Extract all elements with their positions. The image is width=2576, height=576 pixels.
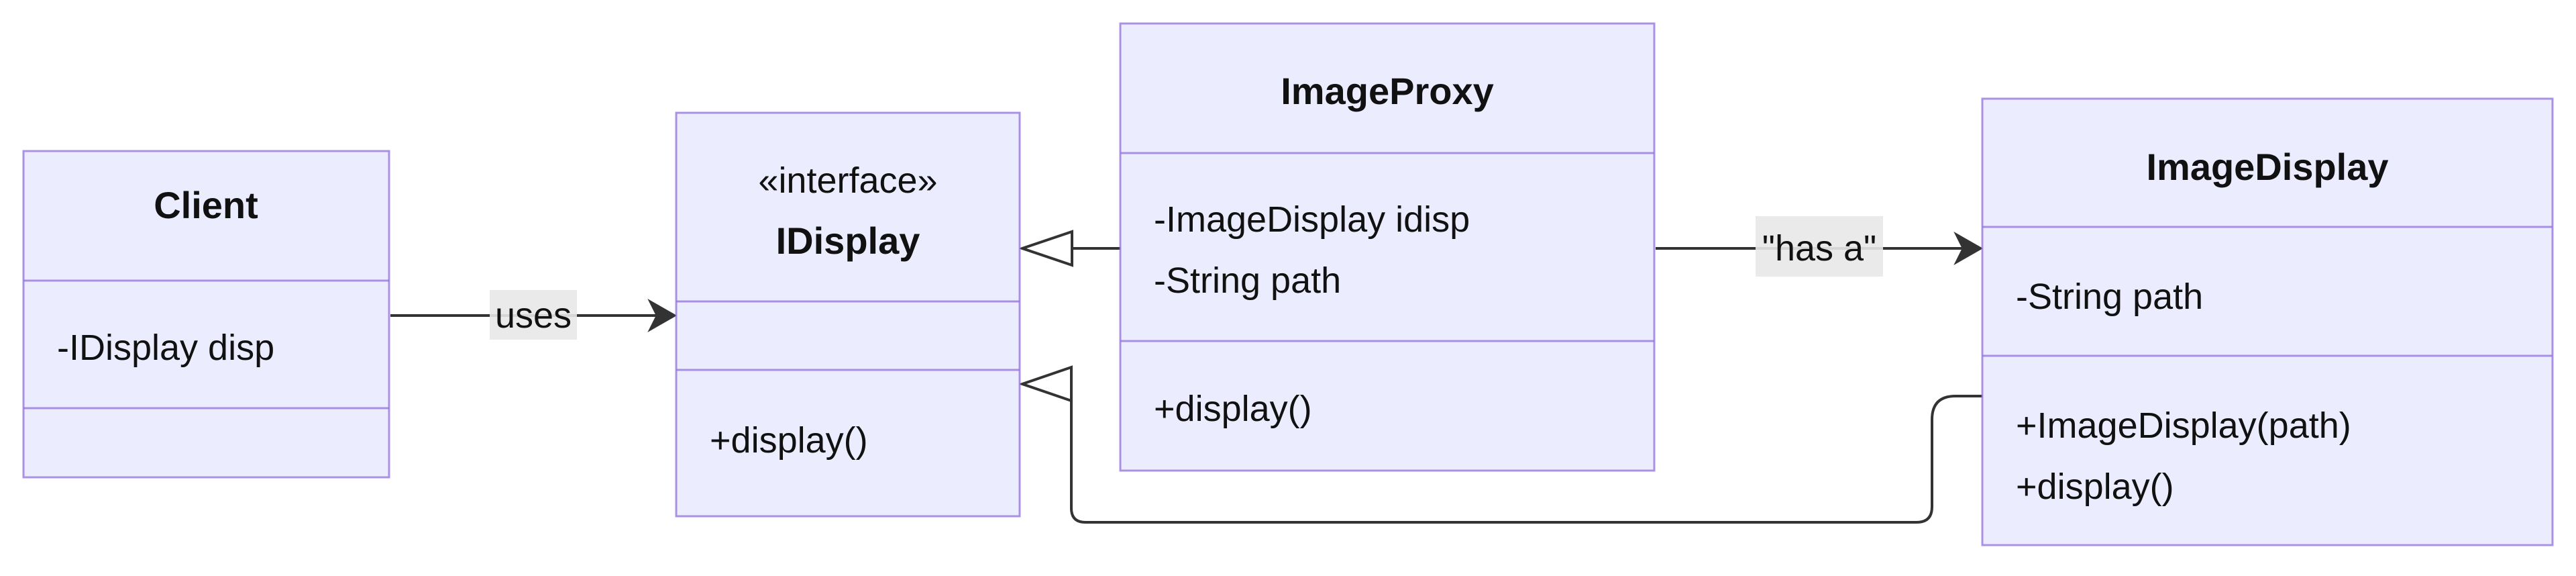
arrow-head-icon	[647, 298, 678, 333]
class-name: ImageProxy	[1281, 70, 1494, 112]
class-attribute: -String path	[1154, 260, 1341, 301]
class-box	[1119, 22, 1656, 472]
class-name: IDisplay	[776, 220, 920, 262]
class-image-display[interactable]: ImageDisplay -String path +ImageDisplay(…	[1981, 97, 2554, 546]
class-stereotype: «interface»	[758, 160, 937, 201]
realization-triangle-icon	[1018, 230, 1073, 267]
class-box	[1981, 97, 2554, 546]
class-idisplay[interactable]: «interface» IDisplay +display()	[675, 111, 1021, 518]
class-name: Client	[154, 184, 258, 226]
class-attribute: -ImageDisplay idisp	[1154, 199, 1470, 240]
class-image-proxy[interactable]: ImageProxy -ImageDisplay idisp -String p…	[1119, 22, 1656, 472]
class-name: ImageDisplay	[2146, 146, 2388, 188]
class-method: +display()	[710, 420, 868, 461]
edge-proxy-realizes-idisplay	[1018, 230, 1120, 267]
class-attribute: -String path	[2016, 277, 2203, 317]
arrow-head-icon	[1953, 231, 1984, 266]
class-client[interactable]: Client -IDisplay disp	[22, 150, 390, 479]
edge-client-uses-idisplay: uses	[390, 290, 678, 340]
class-method: +ImageDisplay(path)	[2016, 405, 2351, 446]
edge-proxy-has-display: "has a"	[1656, 216, 1984, 277]
realization-triangle-icon	[1018, 365, 1073, 403]
edge-label-has-a: "has a"	[1762, 228, 1876, 269]
class-method: +display()	[2016, 467, 2174, 507]
edge-label-uses: uses	[495, 295, 572, 336]
edge-label-background	[490, 290, 577, 340]
class-method: +display()	[1154, 389, 1312, 429]
class-box	[22, 150, 390, 479]
edge-display-realizes-idisplay	[1018, 365, 1982, 524]
class-box	[675, 111, 1021, 518]
edge-line	[1070, 384, 1982, 524]
edge-label-background	[1756, 216, 1883, 277]
class-attribute: -IDisplay disp	[57, 328, 274, 368]
